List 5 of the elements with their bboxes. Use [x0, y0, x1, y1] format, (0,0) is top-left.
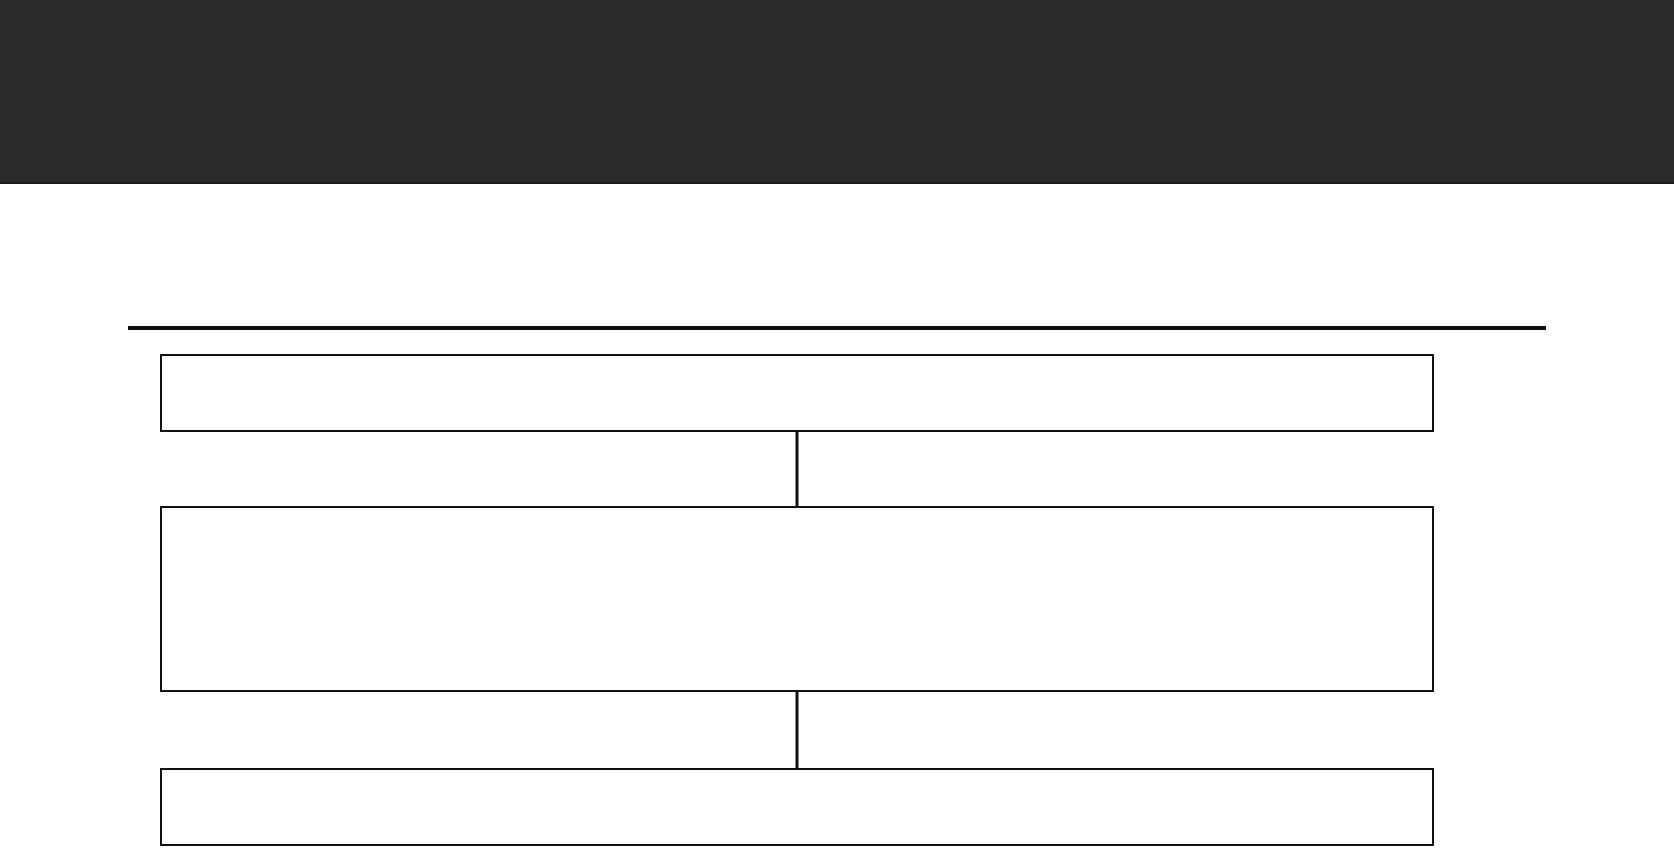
- connector-line: [795, 432, 799, 506]
- empty-rectangle: [160, 506, 1434, 692]
- empty-rectangle: [160, 768, 1434, 846]
- connector-line: [795, 692, 799, 768]
- empty-rectangle: [160, 354, 1434, 432]
